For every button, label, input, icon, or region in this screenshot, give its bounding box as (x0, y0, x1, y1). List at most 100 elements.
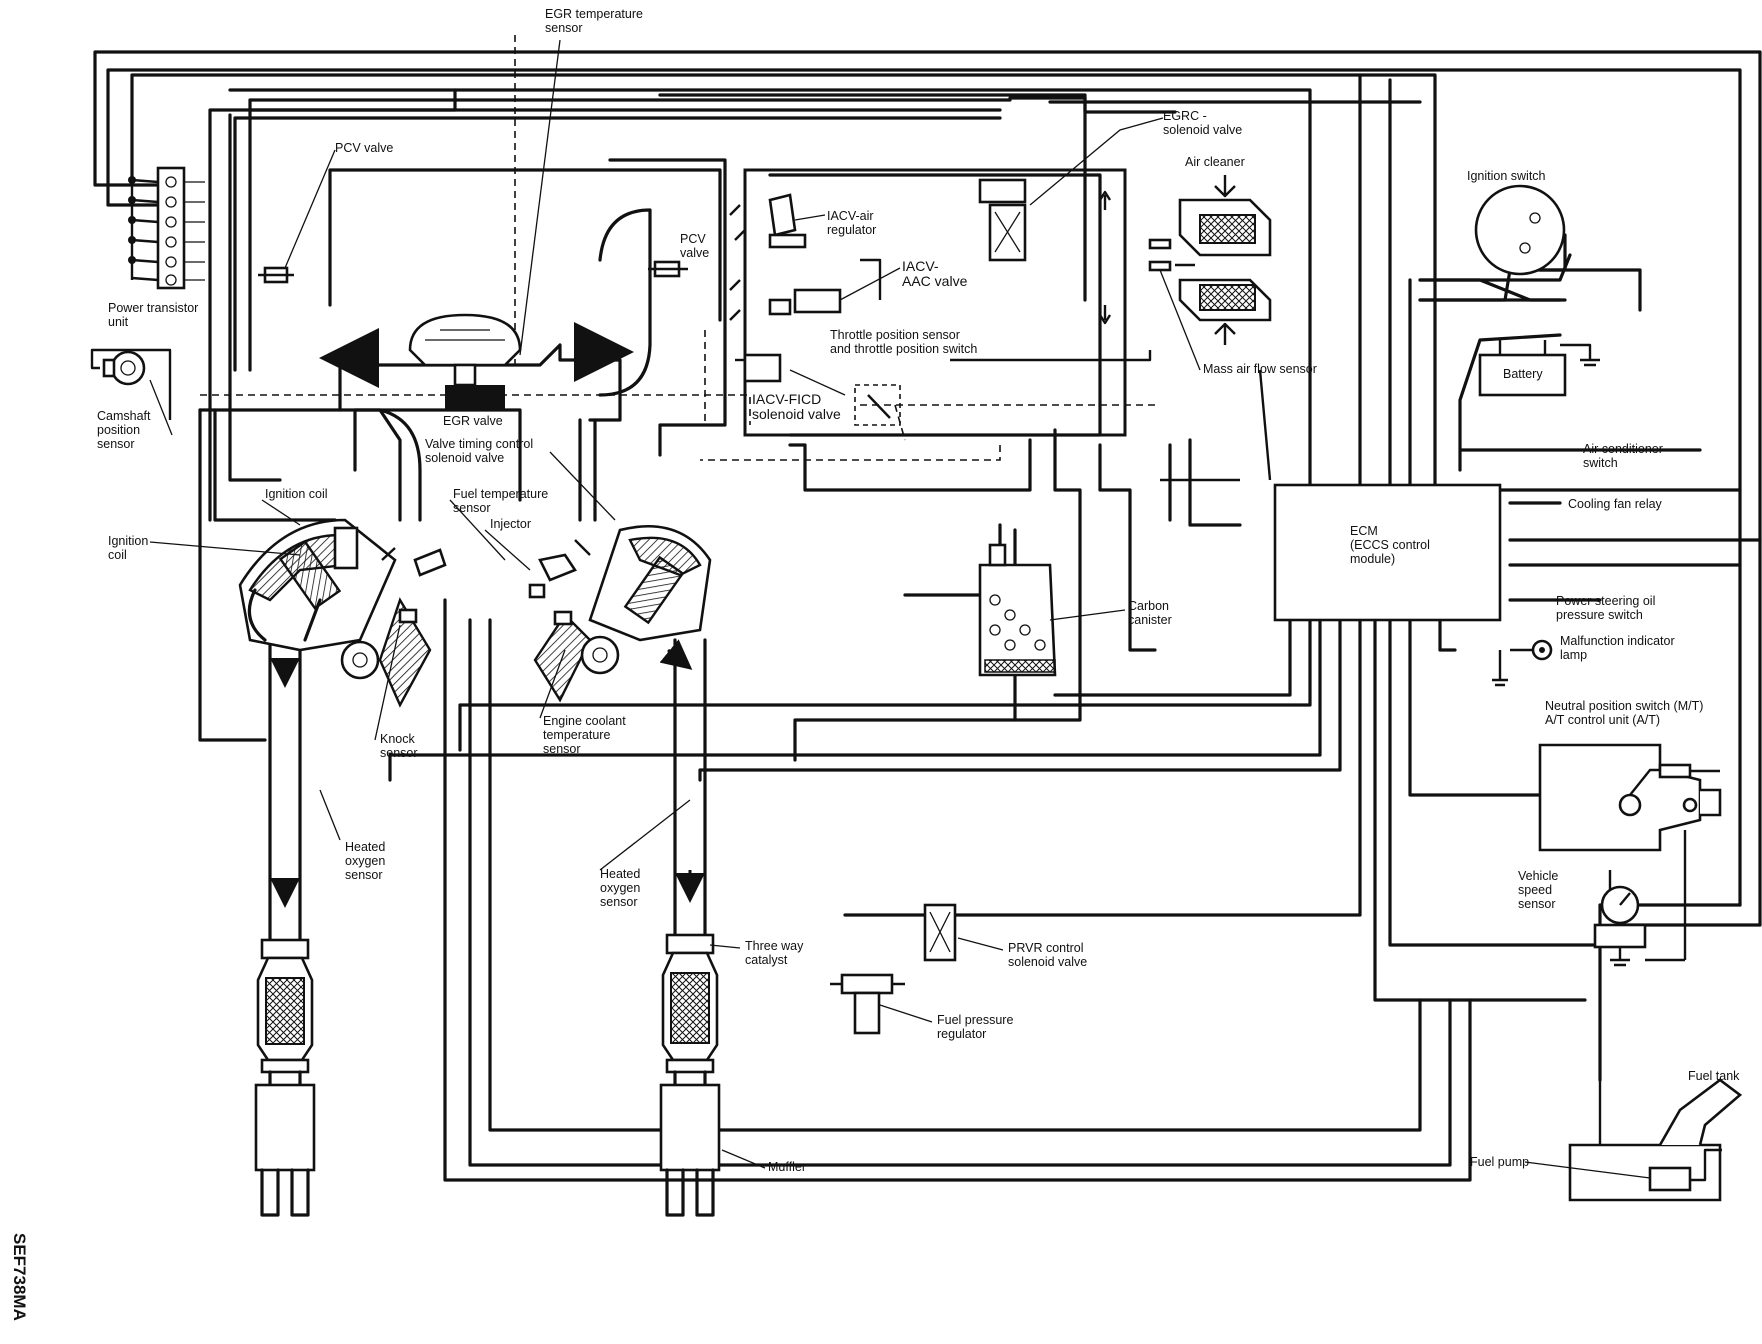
label-three-way-catalyst-line: catalyst (745, 953, 788, 967)
ignition-switch (1474, 184, 1566, 276)
label-injector: Injector (490, 517, 531, 531)
label-engine-coolant-temp-sensor-line: temperature (543, 728, 610, 742)
label-egr-valve: EGR valve (443, 414, 503, 428)
signal-lines (200, 35, 1272, 482)
label-ignition-switch-line: Ignition switch (1467, 169, 1546, 183)
camshaft-position-sensor (90, 348, 172, 420)
label-neutral-position-switch-line: A/T control unit (A/T) (1545, 713, 1660, 727)
label-muffler: Muffler (768, 1160, 806, 1174)
malfunction-indicator-lamp (1492, 639, 1553, 687)
label-power-transistor-unit-line: Power transistor (108, 301, 198, 315)
label-iacv-air-regulator-line: IACV-air (827, 209, 874, 223)
label-egrc-solenoid-valve: EGRC -solenoid valve (1163, 109, 1242, 137)
prvr-solenoid-valve (923, 903, 957, 962)
label-battery: Battery (1503, 367, 1543, 381)
label-ignition-coil-left-line: coil (108, 548, 127, 562)
pcv-valve-left (258, 266, 294, 284)
label-valve-timing-solenoid-line: solenoid valve (425, 451, 504, 465)
label-malfunction-indicator-lamp-line: lamp (1560, 648, 1587, 662)
label-valve-timing-solenoid-line: Valve timing control (425, 437, 533, 451)
flow-arrows (319, 190, 1112, 561)
label-muffler-line: Muffler (768, 1160, 806, 1174)
label-pcv-valve-left-line: PCV valve (335, 141, 393, 155)
label-carbon-canister-line: Carbon (1128, 599, 1169, 613)
label-vehicle-speed-sensor-line: sensor (1518, 897, 1556, 911)
label-ignition-coil-top: Ignition coil (265, 487, 328, 501)
label-ignition-switch: Ignition switch (1467, 169, 1546, 183)
mass-air-flow-sensor (1148, 238, 1172, 272)
iacv-ficd-solenoid (854, 384, 901, 426)
fuel-tank (1568, 1078, 1743, 1202)
label-vehicle-speed-sensor-line: Vehicle (1518, 869, 1558, 883)
ecm-box (1273, 483, 1502, 622)
label-mass-air-flow-sensor-line: Mass air flow sensor (1203, 362, 1317, 376)
label-power-steering-switch-line: Power steering oil (1556, 594, 1655, 608)
label-malfunction-indicator-lamp-line: Malfunction indicator (1560, 634, 1675, 648)
label-mass-air-flow-sensor: Mass air flow sensor (1203, 362, 1317, 376)
transmission (1538, 743, 1722, 852)
label-fuel-tank: Fuel tank (1688, 1069, 1740, 1083)
label-iacv-aac-valve: IACV-AAC valve (902, 258, 968, 289)
label-egrc-solenoid-valve-line: EGRC - (1163, 109, 1207, 123)
label-heated-oxygen-sensor-left-line: oxygen (345, 854, 385, 868)
label-carbon-canister-line: canister (1128, 613, 1172, 627)
label-fuel-tank-line: Fuel tank (1688, 1069, 1740, 1083)
label-engine-coolant-temp-sensor-line: Engine coolant (543, 714, 626, 728)
label-neutral-position-switch: Neutral position switch (M/T)A/T control… (1545, 699, 1703, 727)
label-pcv-valve-center-line: valve (680, 246, 709, 260)
label-knock-sensor-line: sensor (380, 746, 418, 760)
label-battery-line: Battery (1503, 367, 1543, 381)
fuel-pressure-regulator (830, 973, 905, 1035)
label-cooling-fan-relay-line: Cooling fan relay (1568, 497, 1663, 511)
label-injector-line: Injector (490, 517, 531, 531)
leader-lines (149, 39, 1651, 1179)
exhaust-left (254, 638, 316, 1217)
carbon-canister (978, 543, 1057, 677)
label-engine-coolant-temp-sensor-line: sensor (543, 742, 581, 756)
label-heated-oxygen-sensor-right-line: oxygen (600, 881, 640, 895)
label-ecm-line: (ECCS control (1350, 538, 1430, 552)
label-egr-temp-sensor-line: sensor (545, 21, 583, 35)
label-knock-sensor-line: Knock (380, 732, 415, 746)
egrc-solenoid-valve (978, 178, 1027, 262)
label-prvr-control-solenoid-line: solenoid valve (1008, 955, 1087, 969)
exhaust-right (659, 638, 721, 1217)
engine-right-bank (528, 524, 712, 703)
label-three-way-catalyst-line: Three way (745, 939, 804, 953)
label-power-transistor-unit-line: unit (108, 315, 129, 329)
label-throttle-position-line: Throttle position sensor (830, 328, 960, 342)
label-heated-oxygen-sensor-right-line: sensor (600, 895, 638, 909)
label-air-conditioner-switch-line: Air conditioner (1583, 442, 1663, 456)
label-fuel-temperature-sensor-line: sensor (453, 501, 491, 515)
label-throttle-position-line: and throttle position switch (830, 342, 977, 356)
label-heated-oxygen-sensor-left-line: sensor (345, 868, 383, 882)
label-cooling-fan-relay: Cooling fan relay (1568, 497, 1663, 511)
label-heated-oxygen-sensor-right-line: Heated (600, 867, 640, 881)
label-ignition-coil-top-line: Ignition coil (265, 487, 328, 501)
label-ecm-line: module) (1350, 552, 1395, 566)
label-iacv-ficd-solenoid-line: IACV-FICD (752, 391, 821, 407)
label-power-steering-switch-line: pressure switch (1556, 608, 1643, 622)
throttle-body (735, 168, 1127, 437)
label-neutral-position-switch-line: Neutral position switch (M/T) (1545, 699, 1703, 713)
label-prvr-control-solenoid-line: PRVR control (1008, 941, 1084, 955)
air-cleaner (1175, 175, 1272, 345)
